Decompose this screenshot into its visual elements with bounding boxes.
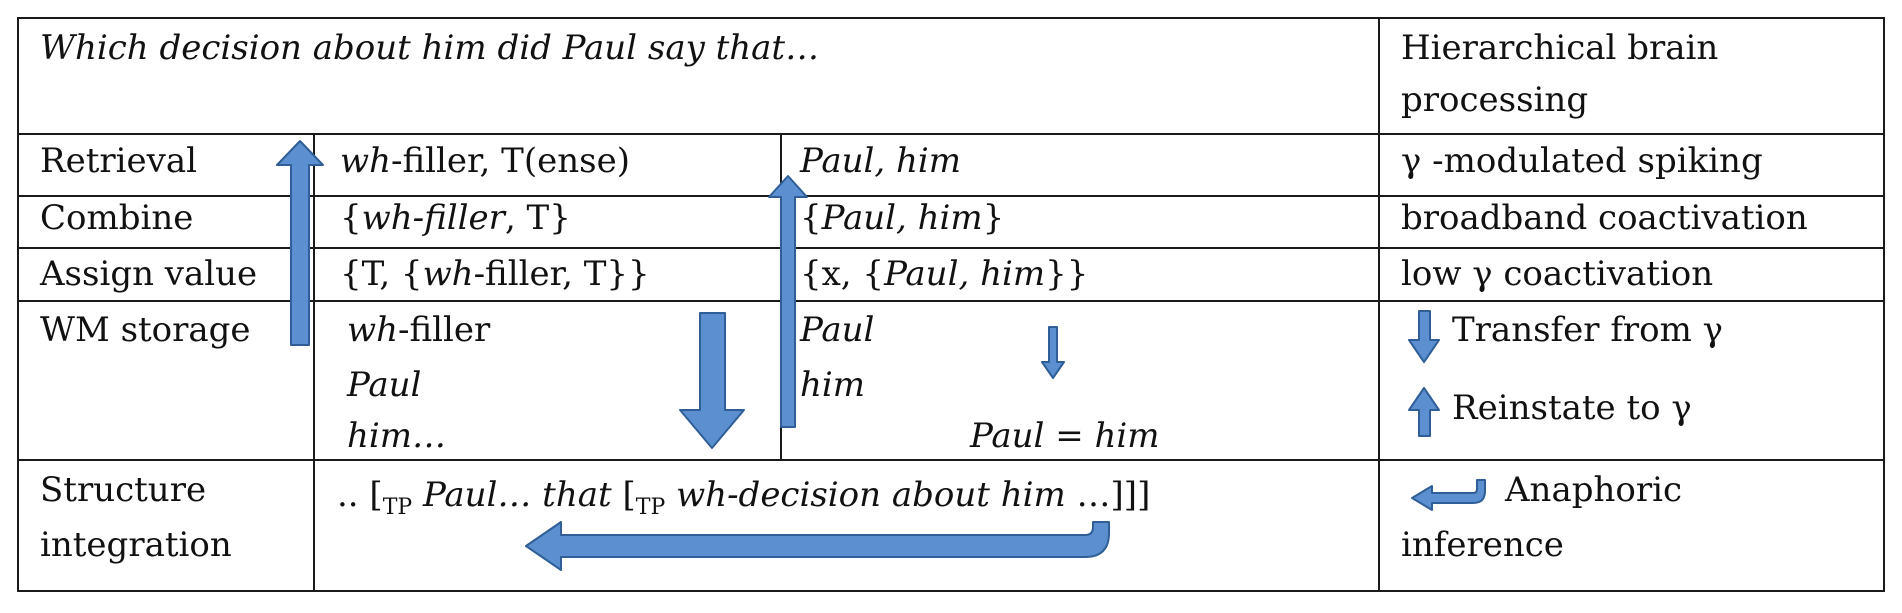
label-structure-line-2: integration	[40, 525, 232, 565]
table-border-right	[1883, 17, 1885, 592]
retrieval-col2: Paul, him	[800, 141, 961, 181]
wm-brain-reinstate: Reinstate to γ	[1452, 388, 1692, 428]
assign-col1-it: wh	[422, 254, 474, 294]
header-question-text: Which decision about him did Paul say th…	[40, 28, 820, 68]
row-line-4	[17, 300, 1885, 302]
retrieval-col1: wh-filler, T(ense)	[340, 141, 630, 181]
header-brain-line-1: Hierarchical brain	[1401, 28, 1719, 68]
combine-brain: broadband coactivation	[1401, 198, 1808, 238]
retrieval-col1-it: wh	[340, 141, 391, 181]
retrieval-brain: γ -modulated spiking	[1401, 141, 1763, 181]
label-structure-line-1: Structure	[40, 470, 207, 510]
row-line-5	[17, 459, 1885, 461]
retrieval-col2-it: Paul, him	[800, 141, 962, 181]
arrow-up-left-icon	[276, 140, 324, 346]
combine-col1-it: wh-filler	[361, 198, 505, 238]
combine-col2: {Paul, him}	[800, 198, 1004, 238]
header-question: Which decision about him did Paul say th…	[40, 28, 819, 68]
legend-hook-arrow-icon	[1411, 479, 1486, 511]
arrow-down-small-icon	[1041, 326, 1065, 379]
structure-mid: [	[611, 475, 636, 515]
wm-equation-text: Paul = him	[970, 416, 1160, 456]
wm-col1-line-2-it: Paul	[347, 365, 422, 405]
structure-part-2: wh-decision about him	[676, 475, 1066, 515]
assign-col1-b: -filler, T}}	[473, 254, 650, 294]
combine-col1-open: {	[340, 198, 362, 238]
wm-brain-transfer: Transfer from γ	[1452, 310, 1723, 350]
structure-prefix: .. [	[337, 475, 383, 515]
divider-brain-column	[1378, 17, 1380, 592]
structure-suffix: …]]]	[1065, 475, 1151, 515]
row-line-2	[17, 195, 1885, 197]
combine-col2-close: }	[982, 198, 1005, 238]
table-border-top	[17, 17, 1885, 19]
label-assign-value: Assign value	[40, 254, 258, 294]
wm-col1-line-1: wh-filler	[347, 310, 490, 350]
wm-col2-line-1-it: Paul	[800, 310, 875, 350]
wm-col1-line-2: Paul	[347, 365, 421, 405]
combine-col2-it: Paul, him	[821, 198, 983, 238]
arrow-up-mid-icon	[768, 175, 808, 428]
label-wm-storage: WM storage	[40, 310, 251, 350]
structure-brain-line-2: inference	[1401, 525, 1564, 565]
row-line-1	[17, 133, 1885, 135]
wm-col1-line-3: him…	[347, 416, 446, 456]
structure-sub-1: TP	[382, 495, 413, 520]
legend-arrow-up-icon	[1408, 387, 1440, 437]
wm-col2-line-1: Paul	[800, 310, 874, 350]
structure-brain-line-1: Anaphoric	[1505, 470, 1683, 510]
combine-col1-rest: , T}	[504, 198, 571, 238]
retrieval-col1-rest: -filler, T(ense)	[391, 141, 630, 181]
wm-col1-line-3-it: him…	[347, 416, 447, 456]
wm-col1-line-1-rest: -filler	[398, 310, 491, 350]
combine-col2-open: {	[800, 198, 822, 238]
row-line-3	[17, 247, 1885, 249]
wm-col2-line-2: him	[800, 365, 865, 405]
assign-brain: low γ coactivation	[1401, 254, 1714, 294]
assign-col2-a: {x, {	[800, 254, 885, 294]
assign-col2: {x, {Paul, him}}	[800, 254, 1088, 294]
structure-sub-2: TP	[635, 495, 666, 520]
label-retrieval: Retrieval	[40, 141, 197, 181]
assign-col1: {T, {wh-filler, T}}	[340, 254, 650, 294]
arrow-left-curved-icon	[525, 521, 1110, 571]
structure-part-1: Paul… that	[422, 475, 612, 515]
assign-col1-a: {T, {	[340, 254, 423, 294]
label-combine: Combine	[40, 198, 194, 238]
structure-expression: .. [TP Paul… that [TP wh-decision about …	[337, 475, 1150, 520]
assign-col2-it: Paul, him	[884, 254, 1046, 294]
table-border-left	[17, 17, 19, 592]
table-border-bottom	[17, 590, 1885, 592]
arrow-down-wm-col1-icon	[679, 312, 745, 449]
combine-col1: {wh-filler, T}	[340, 198, 571, 238]
assign-col2-b: }}	[1045, 254, 1089, 294]
wm-equation: Paul = him	[970, 416, 1160, 456]
legend-arrow-down-icon	[1408, 310, 1440, 363]
wm-col1-line-1-it: wh	[347, 310, 398, 350]
wm-col2-line-2-it: him	[800, 365, 866, 405]
divider-label-column	[313, 133, 315, 592]
header-brain-line-2: processing	[1401, 80, 1589, 120]
